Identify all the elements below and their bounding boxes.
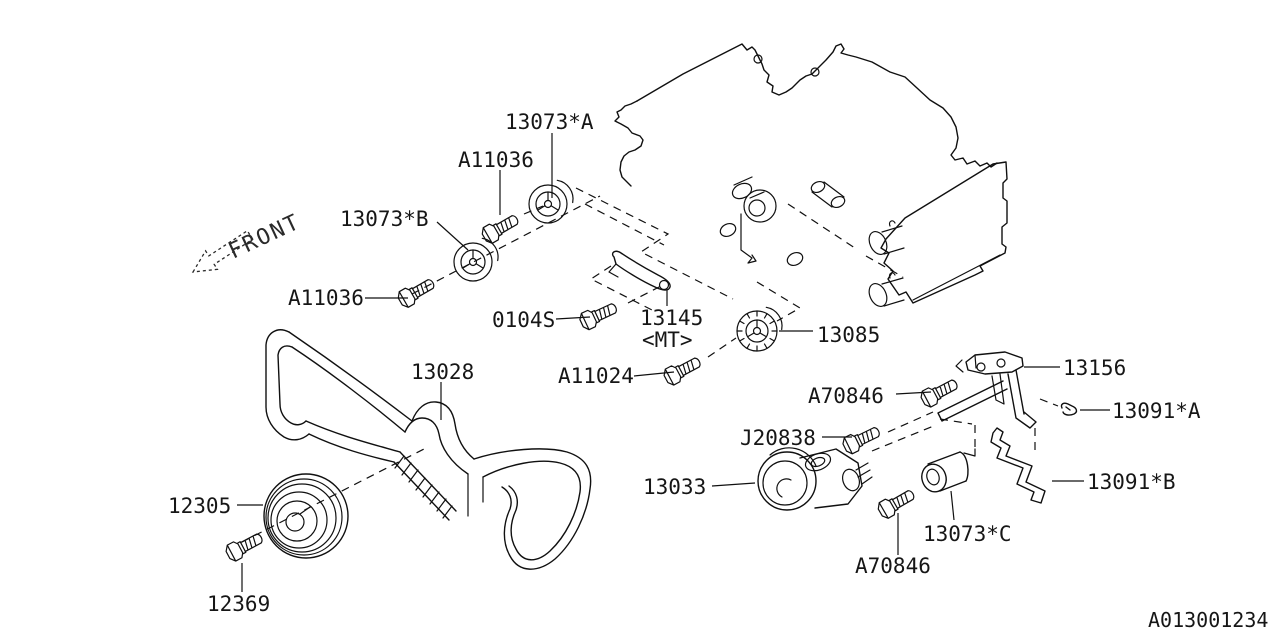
- idler-spacer-13073c: [921, 451, 969, 493]
- bolt-boss-hole: [753, 54, 763, 64]
- part-label-13085: 13085: [817, 323, 880, 347]
- belt-idler-13073a: [528, 179, 574, 224]
- front-arrow-icon: [191, 229, 254, 273]
- part-label-12305: 12305: [168, 494, 231, 518]
- part-label-j20838: J20838: [740, 426, 816, 450]
- belt-tensioner-13033: [757, 447, 873, 511]
- part-label-13073b: 13073*B: [340, 207, 429, 231]
- rear-cover-panel: [868, 161, 1008, 307]
- crank-pulley-bolt-12369: [223, 528, 267, 564]
- bolt-boss-hole: [810, 67, 820, 77]
- belt-teeth-hatching: [394, 455, 453, 519]
- part-label-0104s: 0104S: [492, 308, 555, 332]
- part-label-13145: 13145: [640, 306, 703, 330]
- timing-belt: [265, 329, 592, 570]
- crank-pulley: [263, 473, 349, 559]
- bolt-a11024: [661, 352, 705, 388]
- bolt-j20838: [840, 422, 884, 457]
- crankshaft-axis-dashed: [241, 448, 425, 543]
- part-label-a70846-top: A70846: [808, 384, 884, 408]
- belt-idler-13073b: [453, 237, 499, 282]
- engine-block-outline: [614, 43, 998, 187]
- part-label-13091b: 13091*B: [1087, 470, 1176, 494]
- bolt-0104s: [577, 298, 621, 332]
- part-label-12369: 12369: [207, 592, 270, 616]
- part-label-a70846-bottom: A70846: [855, 554, 931, 578]
- part-label-13073c: 13073*C: [923, 522, 1012, 546]
- belt-guide-strap-13091b: [990, 427, 1046, 504]
- front-direction-indicator: FRONT: [191, 210, 305, 273]
- bolt-a70846-lower: [875, 485, 918, 521]
- belt-guide-clip-13091a: [1060, 402, 1078, 416]
- tensioner-bracket-13156: [937, 351, 1037, 429]
- front-label: FRONT: [225, 210, 305, 265]
- part-label-13033: 13033: [643, 475, 706, 499]
- part-label-a11036-top: A11036: [458, 148, 534, 172]
- belt-idler-cogged-13085: [736, 306, 783, 352]
- tensioner-assembly-ghost: [719, 176, 846, 267]
- belt-cover-bracket-13145: [608, 250, 671, 291]
- panel-stub-cylinder: [868, 272, 905, 307]
- part-label-a11024: A11024: [558, 364, 634, 388]
- diagram-id: A013001234: [1148, 608, 1268, 632]
- part-label-13073a: 13073*A: [505, 110, 594, 134]
- part-label-a11036-left: A11036: [288, 286, 364, 310]
- part-label-13028: 13028: [411, 360, 474, 384]
- leader-lines: [237, 133, 1110, 592]
- panel-stub-cylinder: [868, 220, 905, 255]
- part-label-13145-mt-note: <MT>: [642, 328, 693, 352]
- part-label-13091a: 13091*A: [1112, 399, 1201, 423]
- part-label-13156: 13156: [1063, 356, 1126, 380]
- assembly-dashed-lines: [411, 187, 1059, 457]
- part-labels: 13073*A A11036 13073*B A11036 0104S 1314…: [168, 110, 1201, 616]
